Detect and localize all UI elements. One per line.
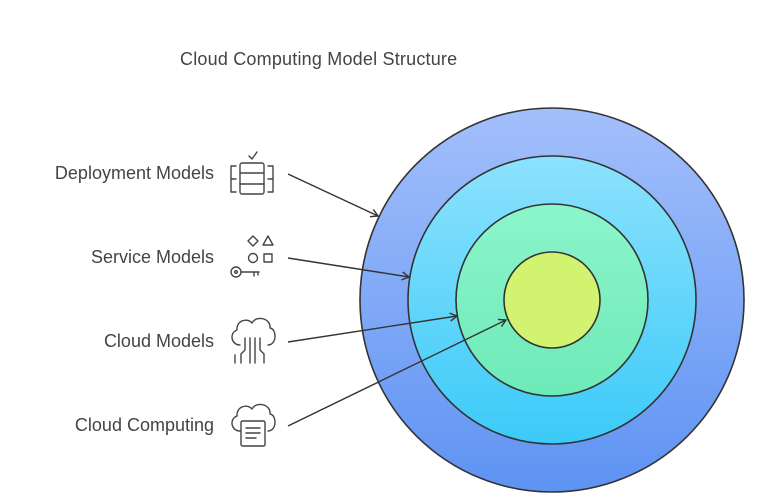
label-cloud-computing: Cloud Computing <box>74 415 214 435</box>
server-rack-icon <box>230 151 274 195</box>
cloud-network-icon <box>231 317 276 364</box>
cloud-document-icon <box>231 403 276 447</box>
page-title: Cloud Computing Model Structure <box>180 49 458 69</box>
arrow-cloud-computing <box>287 318 508 427</box>
arrow-cloud-models <box>287 312 459 343</box>
arrow-deployment-models <box>287 173 380 218</box>
label-cloud-models: Cloud Models <box>103 331 214 351</box>
shapes-key-icon <box>230 235 274 278</box>
arrow-service-models <box>287 257 411 281</box>
circle-cloud-computing <box>503 251 601 349</box>
label-deployment-models: Deployment Models <box>54 163 214 183</box>
label-service-models: Service Models <box>90 247 214 267</box>
